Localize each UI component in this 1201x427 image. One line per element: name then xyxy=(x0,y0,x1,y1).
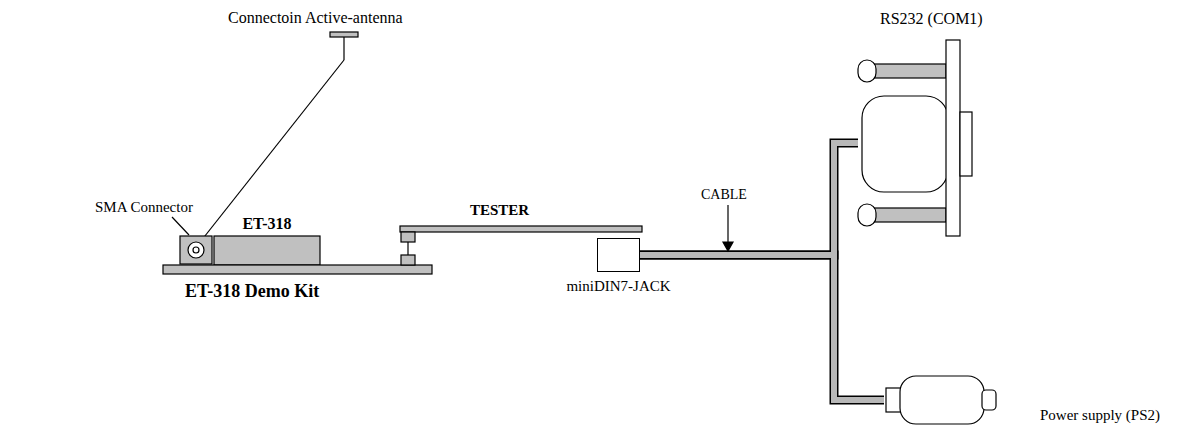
plug-body xyxy=(900,376,984,424)
node-text: miniDIN7-JACK xyxy=(566,278,670,295)
part-label: SMA Connector xyxy=(95,199,193,216)
header-socket xyxy=(401,255,415,265)
cable-outline xyxy=(640,143,858,255)
tester-bar xyxy=(400,226,642,232)
sma-pin xyxy=(193,247,199,253)
leader-line xyxy=(172,217,189,235)
header-pin xyxy=(401,232,415,242)
pointer-line xyxy=(727,205,728,243)
header-pin xyxy=(407,242,408,255)
screw-head xyxy=(858,204,876,226)
thumb-screw xyxy=(872,208,946,222)
module-box: ET-318 xyxy=(214,213,320,265)
sma-ring xyxy=(188,242,204,258)
jack-box: miniDIN7-JACK xyxy=(597,238,640,272)
thumb-screw xyxy=(872,64,946,78)
cable-fills xyxy=(640,143,884,400)
node-text: ET-318 Demo Kit xyxy=(185,281,319,302)
antenna-wire xyxy=(343,37,344,60)
module-body xyxy=(214,236,320,265)
db9-shell xyxy=(960,112,972,176)
cable-label: CABLE xyxy=(701,187,747,203)
pointer-head xyxy=(723,242,733,251)
db9-body xyxy=(862,96,948,192)
antenna-bar xyxy=(330,32,358,37)
part-label: TESTER xyxy=(470,202,529,219)
rs232-connector: RS232 (COM1) xyxy=(858,8,1018,242)
screw-head xyxy=(858,60,876,82)
node-text: ET-318 xyxy=(242,215,291,233)
cable xyxy=(640,255,884,400)
node-text: Power supply (PS2) xyxy=(1040,407,1160,424)
sma-connector xyxy=(180,236,212,264)
db9-plate xyxy=(946,40,960,236)
cable-outlines xyxy=(640,143,884,400)
cable-core xyxy=(640,143,858,255)
antenna-label: Connectoin Active-antenna xyxy=(228,9,403,27)
plug-tip xyxy=(982,390,996,410)
cable xyxy=(640,143,858,255)
cable-outline xyxy=(640,255,884,400)
kit-board: ET-318 Demo Kit xyxy=(163,279,432,305)
cable-core xyxy=(640,255,884,400)
ps2-plug: Power supply (PS2) xyxy=(884,372,1164,426)
antenna-wire xyxy=(197,60,344,246)
demo-board xyxy=(163,265,432,274)
node-text: RS232 (COM1) xyxy=(880,10,983,28)
